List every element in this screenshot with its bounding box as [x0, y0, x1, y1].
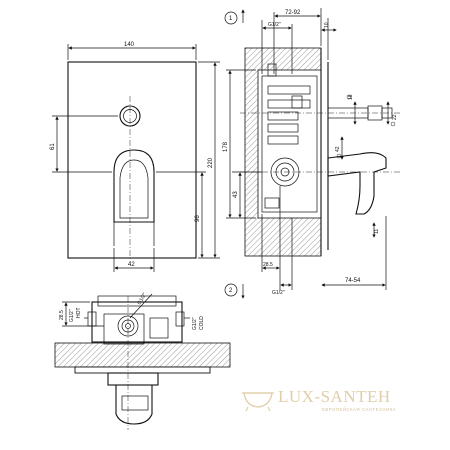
watermark-brand: LUX-SANTEH: [278, 387, 391, 406]
dim-body-height: 178: [223, 141, 229, 152]
dim-handle-width: 42: [128, 262, 135, 268]
cold-thread: G1/2": [192, 317, 198, 330]
callout-2: [224, 283, 238, 297]
dim-offset-43: 43: [233, 191, 239, 198]
dim-top-28-5: 28.5: [59, 310, 65, 320]
dim-offset-top: 61: [50, 143, 56, 150]
handle-profile: [327, 152, 387, 215]
dim-thread-top: G1/2": [268, 22, 281, 28]
hot-thread: G1/2": [69, 309, 75, 322]
valve-body-top: [91, 301, 183, 343]
dim-handle-range: 74-54: [345, 278, 361, 284]
front-plate: [67, 61, 197, 259]
top-view: 28.5 G1/2" HOT G1/2" G1/2" COLD: [54, 292, 231, 430]
hot-label: HOT: [76, 307, 82, 318]
dim-depth-range: 72-92: [285, 10, 301, 16]
mixer-handle: [113, 149, 155, 223]
dim-offset-bottom: 96: [195, 215, 201, 222]
valve-body: [261, 75, 318, 213]
side-view: 1 2 G1/2" 72-92 10 178 43 18 22 42: [223, 8, 400, 299]
front-view: 140 220 96 61 42: [50, 42, 220, 272]
dim-small-11: 11: [374, 229, 380, 234]
dim-width: 140: [124, 42, 135, 48]
dim-dia-22: 22: [392, 114, 398, 120]
bathtub-logo-icon: [242, 392, 274, 412]
dim-depth-28-5: 28.5: [263, 262, 273, 268]
wall-section-top: [54, 342, 231, 368]
dim-height: 220: [208, 157, 214, 168]
dim-dia-42: 42: [335, 146, 341, 152]
handle-top: [115, 384, 153, 425]
watermark: LUX-SANTEH ЕВРОПЕЙСКАЯ САНТЕХНИКА: [242, 387, 396, 412]
watermark-tagline: ЕВРОПЕЙСКАЯ САНТЕХНИКА: [322, 407, 396, 412]
callout-1: [224, 11, 238, 25]
inlet-thread: G1/2": [137, 292, 149, 306]
dim-thread-bottom: G1/2": [272, 290, 285, 296]
svg-text:1: 1: [229, 16, 233, 22]
svg-text:2: 2: [229, 288, 233, 294]
cold-label: COLD: [199, 316, 205, 330]
dim-wall: 10: [324, 22, 330, 28]
